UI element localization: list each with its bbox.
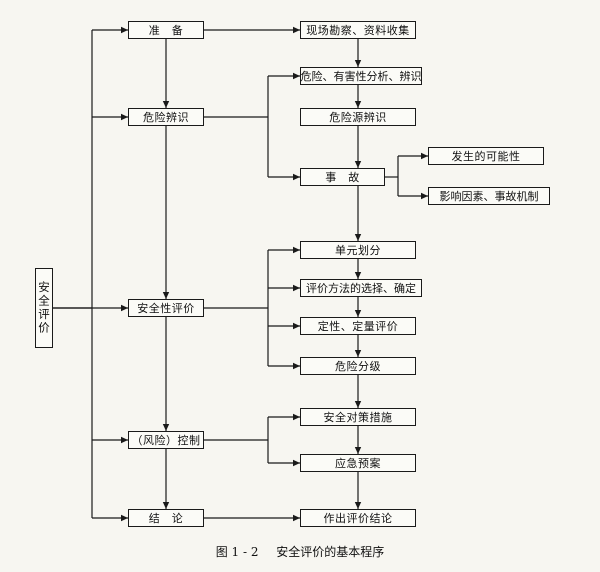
step-method-select-box: 评价方法的选择、确定	[300, 279, 422, 297]
step-possibility-box: 发生的可能性	[428, 147, 544, 165]
stage-prep-box: 准 备	[128, 21, 204, 39]
figure-caption: 图 1 - 2 安全评价的基本程序	[0, 543, 600, 560]
step-risk-grade-box: 危险分级	[300, 357, 416, 375]
step-hazard-analysis-box: 危险、有害性分析、辨识	[300, 67, 422, 85]
stage-hazard-id-label: 危险辨识	[143, 111, 189, 124]
root-safety-evaluation-box: 安全评价	[35, 268, 53, 348]
step-make-conclusion-box: 作出评价结论	[300, 509, 416, 527]
stage-safety-eval-box: 安全性评价	[128, 299, 204, 317]
root-label: 安全评价	[37, 281, 51, 335]
step-safety-measures-box: 安全对策措施	[300, 408, 416, 426]
step-hazard-analysis-label: 危险、有害性分析、辨识	[300, 70, 422, 83]
step-factors-label: 影响因素、事故机制	[439, 190, 539, 203]
step-unit-division-box: 单元划分	[300, 241, 416, 259]
figure-title: 安全评价的基本程序	[276, 545, 385, 559]
stage-control-label: （风险）控制	[131, 434, 201, 447]
step-qual-quant-label: 定性、定量评价	[317, 320, 399, 333]
step-qual-quant-box: 定性、定量评价	[300, 317, 416, 335]
step-make-conclusion-label: 作出评价结论	[323, 512, 393, 525]
step-unit-division-label: 单元划分	[335, 244, 381, 257]
step-hazard-source-box: 危险源辨识	[300, 108, 416, 126]
step-factors-box: 影响因素、事故机制	[428, 187, 550, 205]
stage-control-box: （风险）控制	[128, 431, 204, 449]
step-accident-box: 事 故	[300, 168, 385, 186]
figure-number: 图 1 - 2	[215, 545, 259, 559]
stage-prep-label: 准 备	[148, 24, 184, 37]
step-accident-label: 事 故	[325, 171, 360, 184]
step-survey-label: 现场勘察、资料收集	[306, 24, 410, 37]
step-emergency-plan-box: 应急预案	[300, 454, 416, 472]
step-risk-grade-label: 危险分级	[335, 360, 381, 373]
step-hazard-source-label: 危险源辨识	[329, 111, 387, 124]
step-safety-measures-label: 安全对策措施	[323, 411, 393, 424]
stage-conclusion-box: 结 论	[128, 509, 204, 527]
step-possibility-label: 发生的可能性	[451, 150, 521, 163]
stage-safety-eval-label: 安全性评价	[137, 302, 195, 315]
step-survey-box: 现场勘察、资料收集	[300, 21, 416, 39]
stage-hazard-id-box: 危险辨识	[128, 108, 204, 126]
step-emergency-plan-label: 应急预案	[335, 457, 381, 470]
step-method-select-label: 评价方法的选择、确定	[306, 282, 416, 295]
stage-conclusion-label: 结 论	[148, 512, 184, 525]
